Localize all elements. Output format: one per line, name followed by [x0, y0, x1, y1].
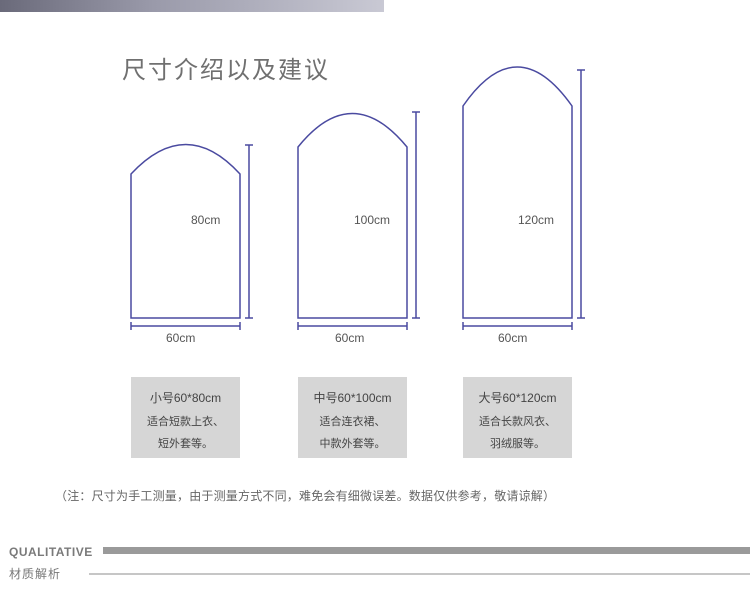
card-desc-line: 羽绒服等。	[463, 437, 572, 450]
card-title: 中号60*100cm	[298, 389, 407, 406]
width-label-medium: 60cm	[335, 331, 364, 345]
measurement-note: （注：尺寸为手工测量，由于测量方式不同，难免会有细微误差。数据仅供参考，敬请谅解…	[55, 487, 745, 504]
card-desc-line: 短外套等。	[131, 437, 240, 450]
card-desc-line: 适合长款风衣、	[463, 415, 572, 428]
size-card-medium: 中号60*100cm 适合连衣裙、 中款外套等。	[298, 377, 407, 458]
size-card-small: 小号60*80cm 适合短款上衣、 短外套等。	[131, 377, 240, 458]
height-label-medium: 100cm	[354, 213, 390, 227]
section-divider-thin	[89, 573, 750, 575]
size-card-large: 大号60*120cm 适合长款风衣、 羽绒服等。	[463, 377, 572, 458]
height-label-large: 120cm	[518, 213, 554, 227]
bag-outline-medium	[298, 114, 407, 319]
card-title: 小号60*80cm	[131, 389, 240, 406]
width-label-large: 60cm	[498, 331, 527, 345]
card-desc-line: 适合连衣裙、	[298, 415, 407, 428]
section-heading-en: QUALITATIVE	[9, 545, 93, 559]
bag-outline-large	[463, 67, 572, 318]
height-label-small: 80cm	[191, 213, 220, 227]
size-diagram: 80cm 60cm 100cm 60cm 120cm 60cm	[0, 0, 750, 360]
bag-outline-small	[131, 145, 240, 319]
card-desc-line: 中款外套等。	[298, 437, 407, 450]
card-title: 大号60*120cm	[463, 389, 572, 406]
card-desc-line: 适合短款上衣、	[131, 415, 240, 428]
section-divider	[103, 547, 750, 554]
section-heading-cn: 材质解析	[9, 565, 61, 582]
width-label-small: 60cm	[166, 331, 195, 345]
